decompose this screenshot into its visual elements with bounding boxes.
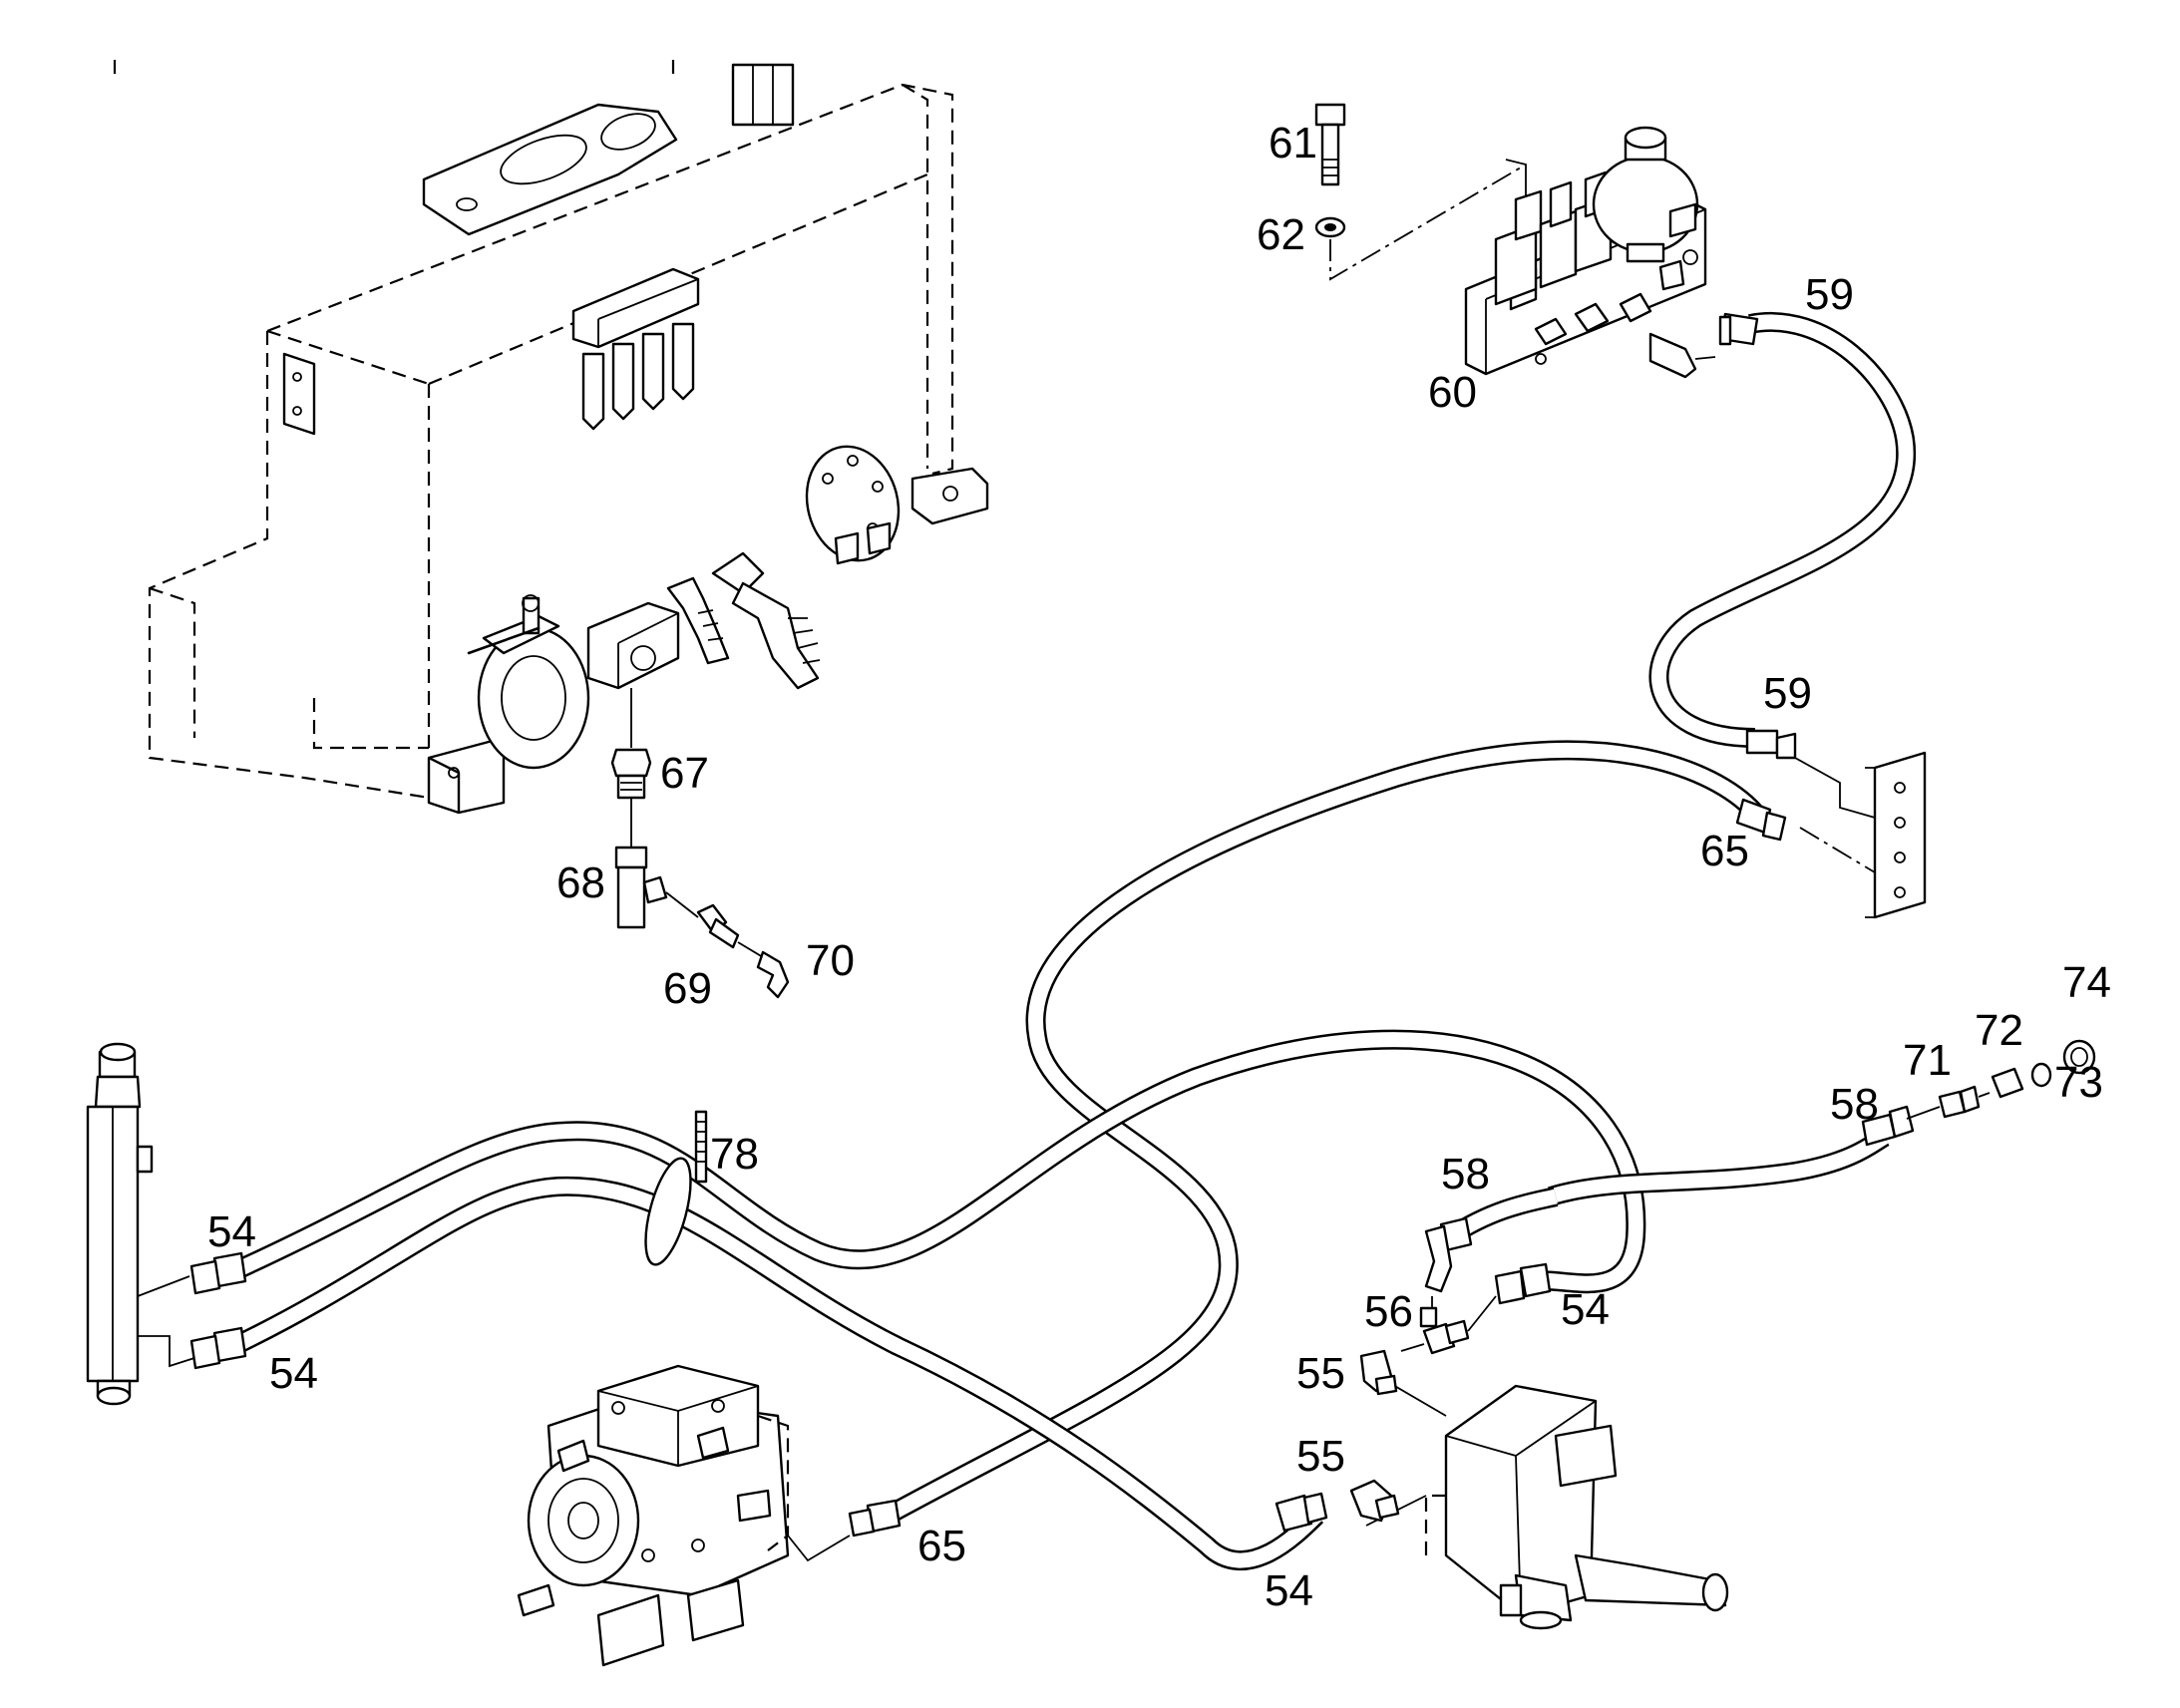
callout-78: 78 <box>710 1130 759 1179</box>
fittings-71-74 <box>1906 1039 2096 1120</box>
hose-54-end-fittings-right <box>1274 1262 1552 1533</box>
callout-56: 56 <box>1364 1287 1413 1336</box>
callout-59-upper: 59 <box>1805 270 1854 319</box>
hose-58-short <box>1424 1187 1559 1293</box>
callout-60: 60 <box>1428 368 1477 417</box>
callout-58-right: 58 <box>1830 1080 1879 1129</box>
hydraulic-pump <box>517 1364 851 1667</box>
callout-70: 70 <box>806 936 855 985</box>
callout-65-lower: 65 <box>917 1522 966 1570</box>
fittings-55-56 <box>1349 1295 1497 1523</box>
fitting-67 <box>610 748 652 778</box>
callout-69: 69 <box>663 964 712 1013</box>
cap-74 <box>2062 1039 2096 1075</box>
seal-73 <box>2030 1062 2052 1088</box>
callout-labels: 61 62 60 59 59 65 67 68 70 69 74 72 71 7… <box>207 119 2111 1615</box>
hose-59 <box>1648 312 1917 760</box>
callout-55-upper: 55 <box>1296 1349 1345 1398</box>
tee-fitting-68 <box>614 846 648 869</box>
callout-65-upper: 65 <box>1700 827 1749 875</box>
callout-54-right: 54 <box>1561 1285 1610 1334</box>
mounting-plate <box>1794 751 1927 919</box>
callout-61: 61 <box>1269 119 1317 168</box>
elbow-70 <box>756 950 790 999</box>
hose-58-right <box>1548 1105 1915 1206</box>
callout-54-lower-left: 54 <box>269 1349 318 1398</box>
callout-58-short: 58 <box>1441 1150 1490 1198</box>
callout-72: 72 <box>1975 1006 2023 1055</box>
right-valve-body <box>1365 1380 1729 1630</box>
cable-tie-78 <box>644 1110 708 1266</box>
callout-59-lower: 59 <box>1763 669 1812 718</box>
callout-54-upper-left: 54 <box>207 1207 256 1256</box>
steering-cylinder <box>86 1042 195 1406</box>
hydraulic-tank <box>113 60 989 815</box>
callout-62: 62 <box>1257 210 1305 259</box>
hose-54-upper <box>229 1029 1646 1294</box>
callout-67: 67 <box>660 749 709 798</box>
callout-74: 74 <box>2062 958 2111 1007</box>
bolt-61 <box>1314 103 1346 127</box>
callout-71: 71 <box>1903 1036 1952 1085</box>
callout-68: 68 <box>556 858 605 907</box>
nut-72 <box>1991 1067 2024 1099</box>
hose-54-lower <box>229 1176 1324 1570</box>
accumulator-valve-block <box>1314 103 1716 379</box>
callout-73: 73 <box>2054 1058 2103 1107</box>
callout-55-lower: 55 <box>1296 1432 1345 1481</box>
callout-54-bottom: 54 <box>1265 1566 1313 1615</box>
fitting-group-67-70 <box>610 748 790 999</box>
hose-65 <box>848 740 1787 1537</box>
hose-54-end-fittings-left <box>189 1251 247 1370</box>
